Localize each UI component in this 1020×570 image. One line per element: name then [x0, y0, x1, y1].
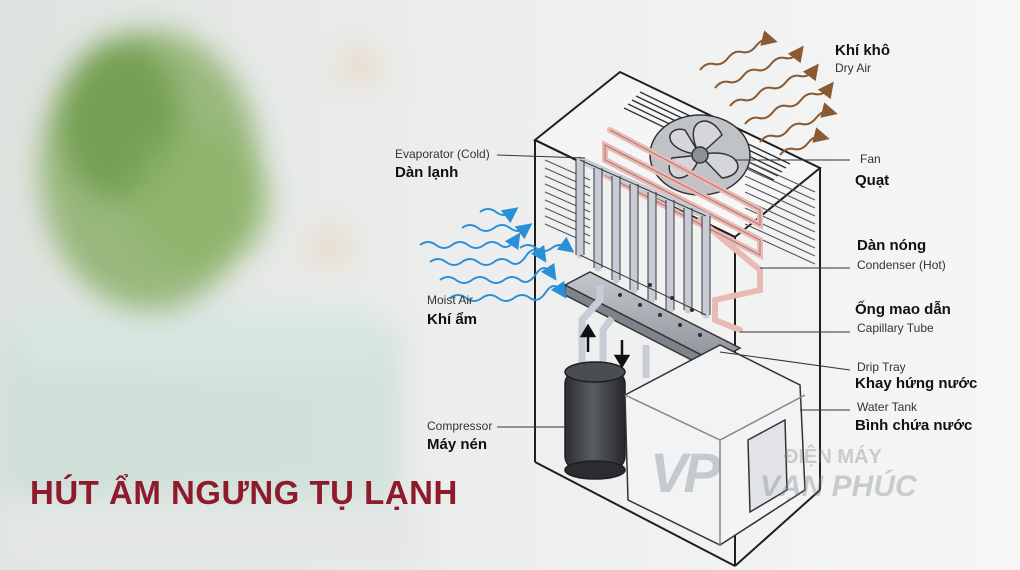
evaporator-label-en: Evaporator (Cold)	[395, 147, 490, 161]
dry-air-label-vi: Khí khô	[835, 42, 890, 59]
drip-tray-label-vi: Khay hứng nước	[855, 375, 978, 392]
condenser-label-vi: Dàn nóng	[857, 237, 927, 254]
refrigerant-pipes	[578, 285, 650, 378]
compressor	[564, 361, 626, 480]
flow-arrows	[579, 323, 631, 369]
page-title: HÚT ẨM NGƯNG TỤ LẠNH	[30, 474, 458, 511]
compressor-label-en: Compressor	[427, 419, 493, 433]
watermark-logo: VP	[650, 441, 721, 504]
capillary-label-en: Capillary Tube	[857, 321, 934, 335]
watermark-line1: ĐIỆN MÁY	[784, 446, 882, 468]
evaporator-label-vi: Dàn lạnh	[395, 164, 459, 181]
drip-tray-label-en: Drip Tray	[857, 360, 906, 374]
fan-label-vi: Quạt	[855, 172, 890, 189]
fan	[649, 114, 751, 196]
dry-air-label-en: Dry Air	[835, 61, 871, 75]
water-tank	[624, 344, 806, 546]
water-tank-label-en: Water Tank	[857, 400, 918, 414]
capillary-label-vi: Ống mao dẫn	[855, 301, 951, 318]
water-tank-label-vi: Bình chứa nước	[855, 417, 973, 434]
leader-lines	[496, 154, 851, 428]
condenser-label-en: Condenser (Hot)	[857, 258, 946, 272]
moist-air-arrows	[419, 207, 575, 302]
moist-air-label-en: Moist Air	[427, 293, 474, 307]
water-drops	[618, 283, 702, 337]
dry-air-arrows	[699, 30, 838, 156]
moist-air-label-vi: Khí ẩm	[427, 311, 478, 328]
compressor-label-vi: Máy nén	[427, 436, 488, 453]
watermark-line2: VẠN PHÚC	[760, 470, 917, 503]
fan-label-en: Fan	[860, 152, 881, 166]
